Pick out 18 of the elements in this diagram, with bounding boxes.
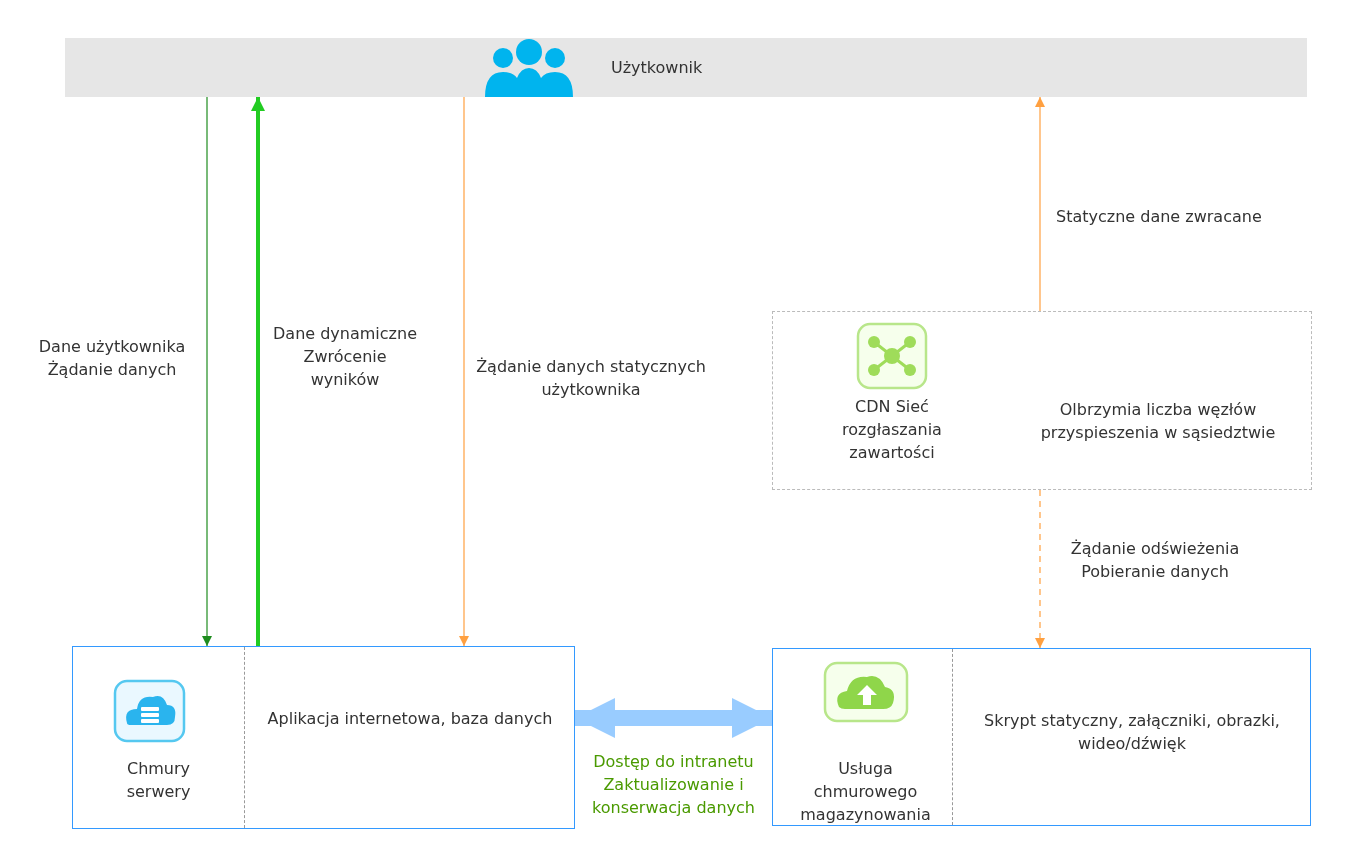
service-box (772, 648, 1311, 826)
edge-label: Żądanie danych statycznych użytkownika (476, 355, 706, 401)
node-description: Olbrzymia liczba węzłów przyspieszenia w sąsiedztwie (1039, 399, 1277, 444)
user-bar (65, 38, 1307, 97)
arrow (251, 97, 265, 646)
node-title: Chmury serwery (125, 758, 192, 803)
arrow (1035, 489, 1045, 649)
arrow (1035, 96, 1045, 312)
node-title: CDN Sieć rozgłaszania zawartości (841, 396, 943, 464)
service-box (772, 311, 1312, 490)
arrow (575, 698, 772, 738)
service-box (72, 646, 575, 829)
node-title: Użytkownik (611, 57, 704, 79)
node-description: Aplikacja internetowa, baza danych (266, 708, 554, 730)
arrow (202, 96, 212, 647)
arrow (459, 96, 469, 647)
node-description: Skrypt statyczny, załączniki, obrazki, wideo/dźwięk (983, 710, 1281, 755)
node-title: Usługa chmurowego magazynowania (799, 758, 932, 826)
